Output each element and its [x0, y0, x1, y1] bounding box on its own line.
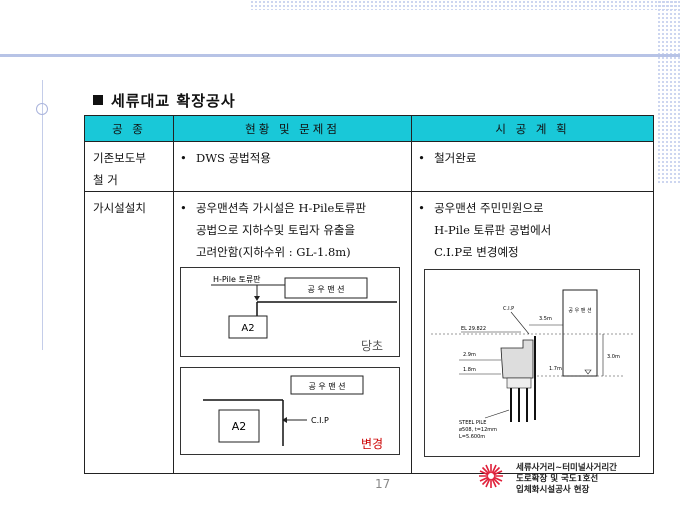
footer-line1: 세류사거리~터미널사거리간 [516, 463, 617, 473]
building-box [290, 375, 364, 395]
bullet-icon: • [418, 201, 425, 215]
row2-plan-line3: C.I.P로 변경예정 [434, 245, 519, 259]
abutment-section [500, 339, 534, 379]
building-label: 공 우 맨 션 [308, 381, 345, 391]
row2-category: 가시설설치 [84, 191, 174, 474]
header-category: 공 종 [84, 115, 174, 142]
diagram-changed-svg: 공 우 맨 션 C.I.P A2 변경 [202, 375, 383, 451]
row2-status-line3: 고려안함(지하수위 : GL-1.8m) [195, 245, 351, 259]
caption-changed: 변경 [361, 437, 383, 451]
header-plan: 시 공 계 획 [411, 115, 654, 142]
dim-30-label: 3.0m [607, 354, 620, 360]
row1-category-line2: 철 거 [93, 173, 118, 187]
dim-35-label: 3.5m [539, 316, 552, 322]
row2-status-line2: 공법으로 지하수및 토립자 유출을 [195, 223, 356, 237]
building-box [284, 277, 368, 299]
row1-category: 기존보도부 철 거 [84, 141, 174, 192]
section-drawing-svg: 공 우 맨 션 C.I.P 3.5m EL 29.822 2.9m 1.8m 1… [431, 289, 636, 440]
section-cip-label: C.I.P [503, 306, 514, 312]
caption-current: 당초 [361, 339, 383, 353]
row2-plan-line2: H-Pile 토류판 공법에서 [434, 223, 552, 237]
row2-status: •공우맨션측 가시설은 H-Pile토류판 공법으로 지하수및 토립자 유출을 … [172, 191, 413, 474]
decorative-dot-band-top [250, 0, 680, 10]
row2-plan: • 공우맨션 주민민원으로 H-Pile 토류판 공법에서 C.I.P로 변경예정… [411, 191, 654, 474]
dim-18-label: 1.8m [463, 367, 476, 373]
arrow-head-icon [281, 417, 287, 423]
row1-plan: • 철거완료 [411, 141, 654, 192]
table-row: 기존보도부 철 거 • DWS 공법적용 • 철거완료 [84, 141, 654, 192]
pile-label-3: L=5.600m [459, 434, 485, 440]
pile-label-2: ø508, t=12mm [459, 427, 497, 433]
water-level-icon [584, 369, 592, 375]
row1-status: • DWS 공법적용 [172, 141, 413, 192]
abutment-box [228, 315, 268, 339]
dim-29-label: 2.9m [463, 352, 476, 358]
left-rule [42, 80, 43, 350]
square-bullet-icon [93, 95, 103, 105]
building-section [562, 289, 598, 377]
pile-leader [484, 409, 510, 419]
diagram-current-svg: H-Pile 토류판 공 우 맨 션 A2 당초 [210, 275, 397, 353]
pile-label: H-Pile 토류판 [213, 275, 261, 284]
arrow-head-icon [253, 296, 260, 301]
pile-label-1: STEEL PILE [459, 420, 486, 426]
slide-title-text: 세류대교 확장공사 [111, 92, 236, 110]
page-number: 17 [375, 477, 391, 491]
diagram-current: H-Pile 토류판 공 우 맨 션 A2 당초 [179, 267, 400, 357]
row1-category-line1: 기존보도부 [93, 151, 146, 165]
bullet-icon: • [418, 151, 425, 165]
row1-plan-text: 철거완료 [434, 151, 477, 165]
el-label: EL 29.822 [461, 326, 486, 332]
ring-icon [36, 103, 48, 115]
diagram-changed: 공 우 맨 션 C.I.P A2 변경 [179, 367, 400, 455]
work-table: 공 종 현황 및 문제점 시 공 계 획 기존보도부 철 거 • DWS 공법적용… [84, 115, 654, 474]
footer-line3: 입체화시설공사 현장 [516, 485, 590, 495]
table-row: 가시설설치 • 공우맨션측 가시설은 H-Pile토류판 공법으로 지하수및 토립… [84, 191, 654, 474]
header-rule [0, 54, 680, 57]
footer-line2: 도로확장 및 국도1호선 [516, 474, 599, 484]
dim-17-label: 1.7m [549, 366, 562, 372]
header-status: 현황 및 문제점 [172, 115, 413, 142]
section-building-label: 공 우 맨 션 [568, 307, 592, 314]
footer-project-name: 세류사거리~터미널사거리간 도로확장 및 국도1호선 입체화시설공사 현장 [516, 463, 617, 496]
table-header-row: 공 종 현황 및 문제점 시 공 계 획 [84, 115, 654, 142]
decorative-dot-band-right [657, 0, 680, 185]
cip-leader [510, 311, 530, 335]
building-label: 공 우 맨 션 [307, 284, 344, 294]
section-drawing: 공 우 맨 션 C.I.P 3.5m EL 29.822 2.9m 1.8m 1… [424, 269, 641, 457]
row2-category-line1: 가시설설치 [93, 201, 146, 215]
bullet-icon: • [179, 151, 187, 165]
row2-status-line1: 공우맨션측 가시설은 H-Pile토류판 [195, 201, 367, 215]
abutment-label: A2 [232, 420, 247, 433]
company-logo-icon [479, 464, 503, 488]
bullet-icon: • [179, 201, 187, 215]
cip-label: C.I.P [311, 416, 329, 425]
row1-status-text: DWS 공법적용 [195, 151, 271, 165]
footing [506, 377, 532, 389]
abutment-box [218, 409, 260, 443]
slide-title: 세류대교 확장공사 [93, 90, 236, 111]
abutment-label: A2 [241, 323, 254, 334]
row2-plan-line1: 공우맨션 주민민원으로 [434, 201, 544, 215]
